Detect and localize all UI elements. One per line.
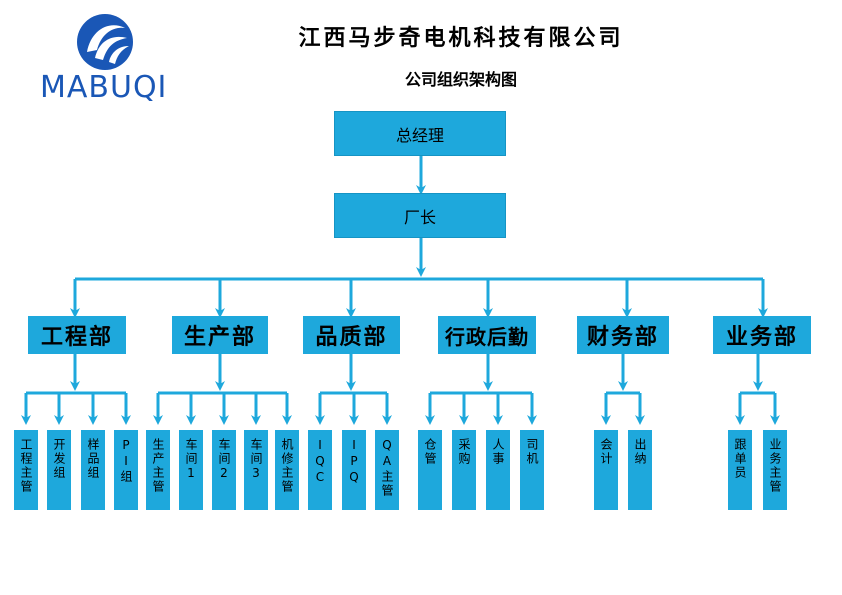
logo-wordmark: MABUQI <box>40 70 168 105</box>
leaf-ipq: IPQ <box>342 430 366 510</box>
leaf-driver: 司机 <box>520 430 544 510</box>
leaf-accountant: 会计 <box>594 430 618 510</box>
leaf-cashier: 出纳 <box>628 430 652 510</box>
leaf-warehouse: 仓管 <box>418 430 442 510</box>
leaf-iqc: IQC <box>308 430 332 510</box>
leaf-merchandiser: 跟单员 <box>728 430 752 510</box>
mabuqi-logo-icon <box>77 14 133 70</box>
dept-admin-logistics: 行政后勤 <box>438 316 536 354</box>
dept-sales: 业务部 <box>713 316 811 354</box>
dept-engineering: 工程部 <box>28 316 126 354</box>
leaf-workshop-2: 车间2 <box>212 430 236 510</box>
leaf-development-group: 开发组 <box>47 430 71 510</box>
leaf-pi-group: PI组 <box>114 430 138 510</box>
chart-subtitle: 公司组织架构图 <box>404 70 517 89</box>
leaf-sales-manager: 业务主管 <box>763 430 787 510</box>
dept-quality: 品质部 <box>303 316 400 354</box>
leaf-purchasing: 采购 <box>452 430 476 510</box>
company-title: 江西马步奇电机科技有限公司 <box>298 25 624 51</box>
leaf-engineering-manager: 工程主管 <box>14 430 38 510</box>
dept-production: 生产部 <box>172 316 268 354</box>
leaf-hr: 人事 <box>486 430 510 510</box>
leaf-production-manager: 生产主管 <box>146 430 170 510</box>
dept-finance: 财务部 <box>577 316 669 354</box>
leaf-maintenance-manager: 机修主管 <box>275 430 299 510</box>
leaf-sample-group: 样品组 <box>81 430 105 510</box>
leaf-workshop-1: 车间1 <box>179 430 203 510</box>
factory-director-box: 厂长 <box>334 193 506 238</box>
leaf-qa-manager: QA主管 <box>375 430 399 510</box>
general-manager-box: 总经理 <box>334 111 506 156</box>
leaf-workshop-3: 车间3 <box>244 430 268 510</box>
